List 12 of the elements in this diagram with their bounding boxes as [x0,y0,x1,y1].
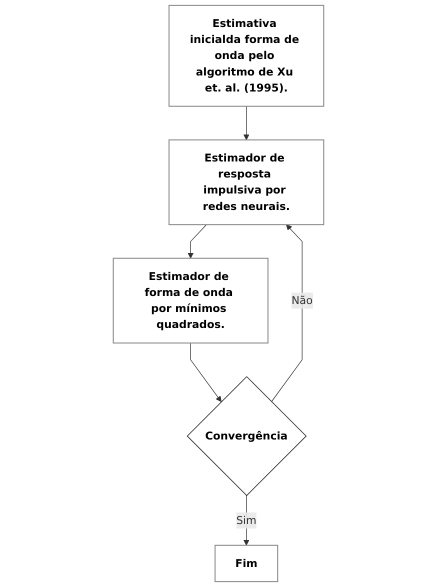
edge-label: Não [292,294,313,307]
arrow [271,224,302,402]
node-box: Estimador de forma de onda por mínimos quadrados. [112,258,268,344]
node-box: Estimador de resposta impulsiva por redes neurais. [168,139,324,226]
node-box: Estimativa inicialda forma de onda pelo algoritmo de Xu et. al. (1995). [168,4,324,107]
arrow [243,106,250,140]
arrow [188,224,207,259]
node-box: Fim [214,544,278,582]
edge-label: Sim [236,514,257,526]
node-diamond: Convergência [186,376,307,496]
arrow [190,342,222,402]
arrow [243,495,250,546]
